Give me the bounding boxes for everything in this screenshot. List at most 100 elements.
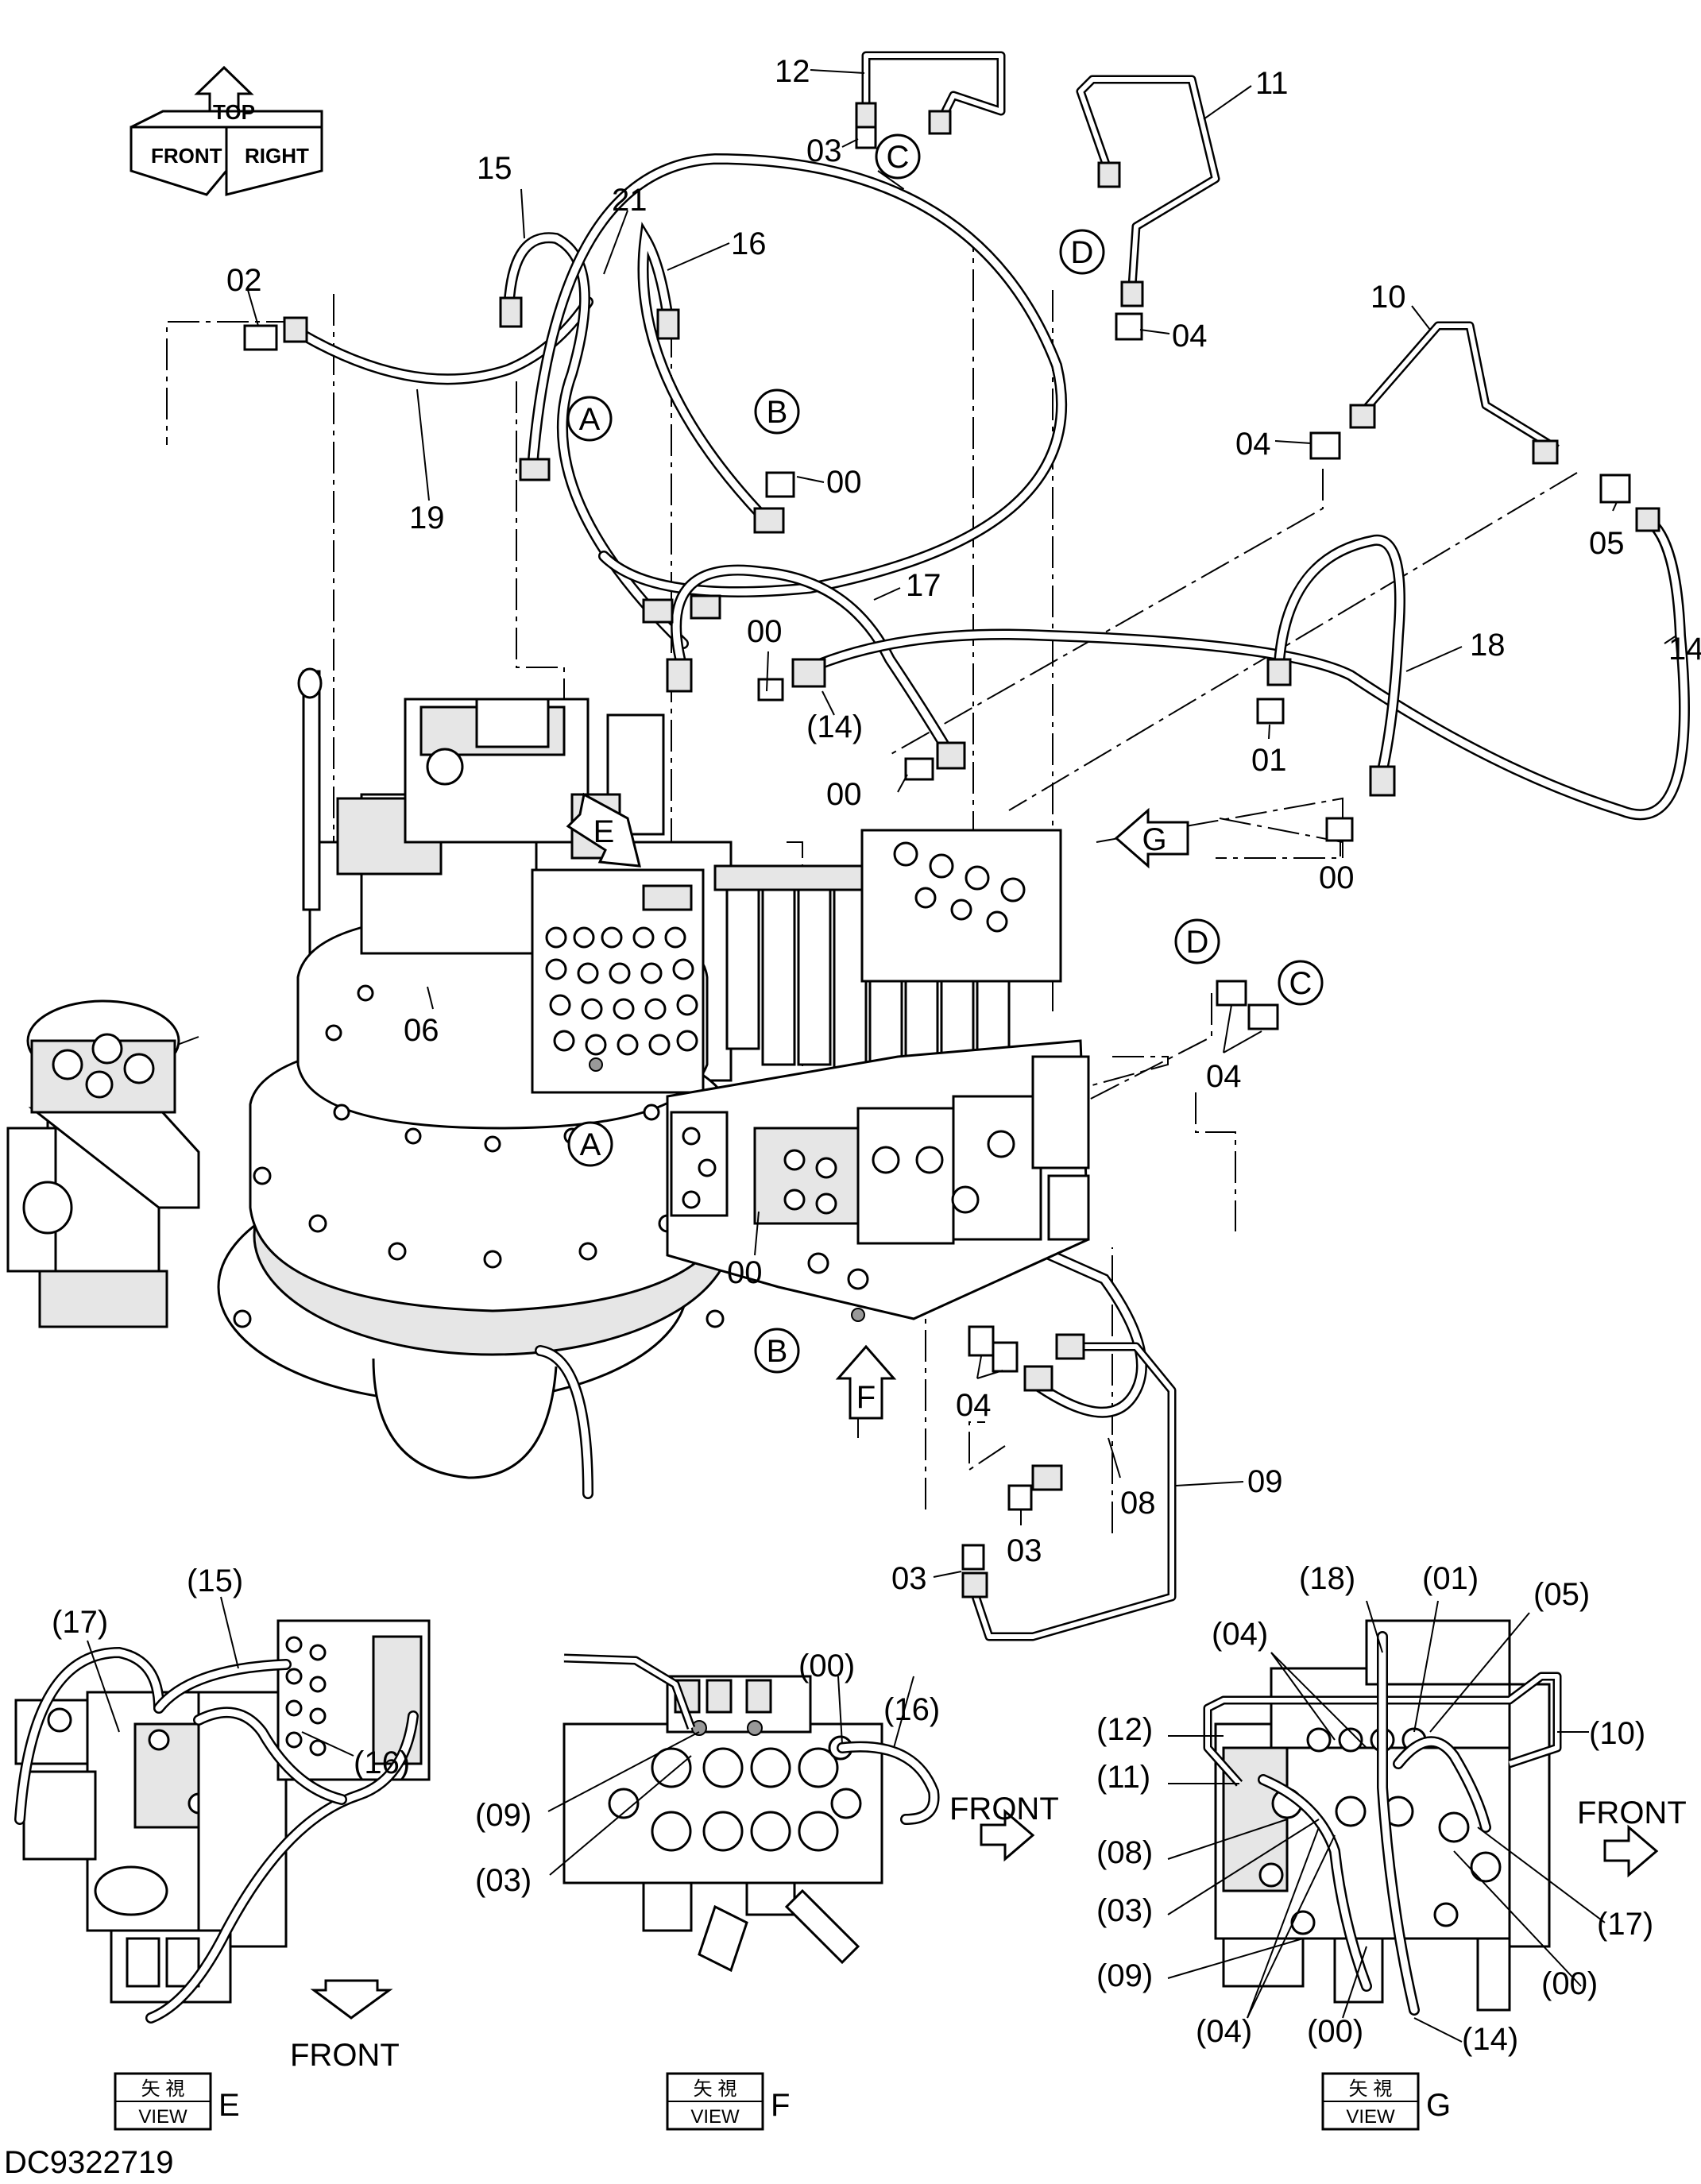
view-e-label-15: (15) (187, 1564, 243, 1598)
view-f-caption-kanji: 矢 視 (694, 2078, 737, 2100)
callout-17: 17 (906, 568, 941, 603)
callout-19: 19 (409, 501, 445, 535)
callout-16: 16 (731, 226, 767, 261)
fitting-18-end (1369, 765, 1396, 797)
fitting-00-mid (904, 757, 934, 781)
view-g: (18) (01) (05) (04) (12) (10) (11) (08) … (1096, 1561, 1687, 2131)
view-e-label-17: (17) (52, 1605, 108, 1640)
fitting-08-end (1031, 1464, 1063, 1491)
view-f-label-16: (16) (883, 1692, 940, 1727)
fitting-08-nut (1023, 1365, 1053, 1392)
view-g-front-label: FRONT (1577, 1796, 1687, 1830)
view-g-caption-kanji: 矢 視 (1349, 2078, 1393, 2100)
cube-top-label: TOP (213, 100, 255, 124)
view-g-label-05: (05) (1533, 1577, 1590, 1612)
view-f-label-00: (00) (798, 1649, 855, 1683)
callout-00-bottom: 00 (727, 1255, 763, 1290)
view-g-label-09: (09) (1096, 1958, 1153, 1993)
view-e-caption-letter: E (218, 2088, 240, 2123)
view-f-arrow-letter: F (856, 1380, 876, 1415)
marker-b-bottom: B (767, 1334, 788, 1369)
view-e-label-16: (16) (354, 1745, 410, 1780)
view-f-label-03: (03) (475, 1863, 532, 1898)
view-f: (09) (03) (00) (16) FRONT 矢 視 VIEW F (475, 1649, 1059, 2131)
fitting-c-04 (1247, 1003, 1279, 1030)
view-g-label-18: (18) (1299, 1561, 1355, 1596)
view-g-label-04-top: (04) (1212, 1617, 1268, 1652)
fitting-04-mid (1309, 431, 1341, 460)
callout-03-left: 03 (891, 1561, 927, 1596)
view-e-front-arrow-icon (310, 1979, 393, 2020)
fitting-00-right (1325, 817, 1354, 842)
callout-04-top: 04 (1172, 319, 1208, 354)
view-g-front-arrow-icon (1603, 1824, 1659, 1878)
fitting-09-end (961, 1571, 988, 1598)
view-g-label-17: (17) (1597, 1907, 1653, 1942)
fitting-11-nut (1120, 280, 1144, 307)
view-g-arrow-letter: G (1142, 822, 1166, 857)
callout-03-right: 03 (1007, 1533, 1042, 1568)
fitting-04-bottom-b (992, 1341, 1019, 1373)
callout-10: 10 (1370, 280, 1406, 315)
fitting-16-nut (656, 308, 680, 340)
fitting-12-nut (855, 102, 877, 129)
callout-04-cd: 04 (1206, 1059, 1242, 1094)
fitting-17-nut (936, 741, 966, 770)
callout-18: 18 (1470, 628, 1506, 663)
fitting-d-04 (1216, 980, 1247, 1007)
view-e: (17) (15) (16) FRONT 矢 視 VIEW E (14, 1564, 431, 2131)
view-g-caption-letter: G (1426, 2088, 1451, 2123)
marker-c-right: C (1289, 966, 1312, 1001)
view-e-arrow-letter: E (593, 814, 615, 849)
cube-right-label: RIGHT (245, 144, 309, 168)
callout-02: 02 (226, 263, 262, 298)
fitting-03-right (1007, 1484, 1033, 1511)
fitting-19-nut (283, 316, 308, 343)
fitting-16-end (753, 507, 785, 534)
drawing-number: DC9322719 (4, 2145, 174, 2180)
view-g-label-08: (08) (1096, 1835, 1153, 1870)
fitting-14-end (1635, 507, 1660, 532)
view-g-label-00-bottom: (00) (1307, 2014, 1363, 2049)
view-g-caption-view: VIEW (1346, 2106, 1395, 2128)
fitting-18-nut (1266, 658, 1292, 686)
callout-05: 05 (1589, 526, 1625, 561)
view-g-label-11: (11) (1096, 1760, 1150, 1795)
callout-11: 11 (1255, 66, 1289, 101)
hoses (288, 153, 1690, 1418)
fitting-10-nut (1349, 404, 1376, 429)
view-arrows: E G F (566, 792, 1189, 1420)
callout-21: 21 (612, 183, 648, 218)
fitting-09-nut (1055, 1333, 1085, 1360)
callout-08: 08 (1120, 1486, 1156, 1521)
marker-a-bottom: A (580, 1127, 601, 1162)
fitting-02 (243, 324, 278, 351)
fitting-hose-mid (642, 598, 674, 624)
callout-15: 15 (477, 151, 512, 186)
view-f-caption-letter: F (771, 2088, 790, 2123)
view-f-arrow-icon (835, 1344, 897, 1420)
cube-front-label: FRONT (151, 144, 222, 168)
view-g-label-04-bottom: (04) (1196, 2014, 1252, 2049)
connection-markers: A A B B C C D D (566, 133, 1324, 1374)
pipes (861, 51, 1560, 1641)
orientation-cube: FRONT TOP RIGHT (130, 65, 323, 196)
callout-14-paren: (14) (806, 709, 863, 744)
callout-04-mid: 04 (1235, 427, 1271, 462)
view-e-caption-kanji: 矢 視 (141, 2078, 185, 2100)
fitting-03-top (855, 126, 877, 149)
fitting-15-nut (499, 296, 523, 328)
fitting-03-left (961, 1544, 985, 1571)
fittings (243, 102, 1660, 1598)
callout-00-b: 00 (826, 465, 862, 500)
center-joint (6, 999, 200, 1328)
callout-numbers: 12 11 10 15 21 16 02 19 03 04 04 05 00 1… (226, 54, 1701, 1596)
view-g-label-03: (03) (1096, 1893, 1153, 1928)
fitting-05 (1599, 474, 1631, 504)
control-valve (531, 829, 1090, 1322)
callout-00-left: 00 (747, 614, 783, 649)
marker-c-top: C (887, 140, 910, 175)
fitting-01 (1256, 698, 1285, 725)
view-f-front-label: FRONT (949, 1792, 1059, 1826)
